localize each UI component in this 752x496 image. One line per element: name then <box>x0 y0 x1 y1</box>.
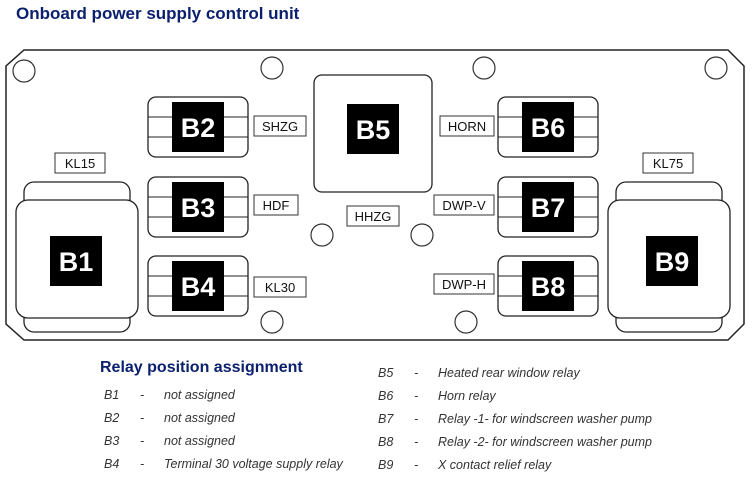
legend-text: X contact relief relay <box>438 458 552 472</box>
relay-b2: B2 <box>147 96 249 158</box>
tag-hhzg: HHZG <box>355 209 392 224</box>
control-unit-diagram: B1 B9 B5 B2 B3 B4 B <box>5 49 745 341</box>
relay-b7-label: B7 <box>531 193 566 223</box>
relay-b8-label: B8 <box>531 272 566 302</box>
legend-code: B2 <box>104 411 120 425</box>
legend-row: B7 - Relay -1- for windscreen washer pump <box>378 408 652 431</box>
tag-box-kl30 <box>253 276 307 298</box>
mounting-hole <box>454 310 478 334</box>
legend-row: B1 - not assigned <box>104 384 343 407</box>
mounting-hole <box>260 56 284 80</box>
legend-separator: - <box>414 366 419 380</box>
legend-code: B7 <box>378 412 394 426</box>
legend-row: B6 - Horn relay <box>378 385 652 408</box>
relay-b3-label: B3 <box>181 193 216 223</box>
tag-box-horn <box>439 115 495 137</box>
mounting-hole <box>12 59 36 83</box>
legend-code: B3 <box>104 434 120 448</box>
legend-separator: - <box>140 457 145 471</box>
relay-b5-label: B5 <box>356 115 391 145</box>
tag-box-kl15 <box>54 152 106 174</box>
mounting-hole <box>472 56 496 80</box>
legend-code: B9 <box>378 458 394 472</box>
relay-b4-label: B4 <box>181 272 216 302</box>
legend-text: not assigned <box>164 388 235 402</box>
legend-row: B4 - Terminal 30 voltage supply relay <box>104 453 343 476</box>
relay-b5: B5 <box>313 74 433 193</box>
relay-b3: B3 <box>147 176 249 238</box>
mounting-hole <box>704 56 728 80</box>
tag-hdf: HDF <box>263 198 290 213</box>
legend-text: Horn relay <box>438 389 496 403</box>
legend-code: B4 <box>104 457 120 471</box>
relay-b6-label: B6 <box>531 113 566 143</box>
relay-b1: B1 <box>15 181 139 333</box>
tag-dwpv: DWP-V <box>442 198 486 213</box>
tag-kl30: KL30 <box>265 280 295 295</box>
legend-separator: - <box>414 458 419 472</box>
legend-separator: - <box>414 435 419 449</box>
legend-left-column: B1 - not assigned B2 - not assigned B3 - not a… <box>104 384 343 476</box>
legend-row: B9 - X contact relief relay <box>378 454 652 477</box>
relay-b2-label: B2 <box>181 113 216 143</box>
relay-b6: B6 <box>497 96 599 158</box>
legend-separator: - <box>414 389 419 403</box>
legend-separator: - <box>140 434 145 448</box>
legend-separator: - <box>414 412 419 426</box>
legend-text: Relay -2- for windscreen washer pump <box>438 435 652 449</box>
legend-separator: - <box>140 411 145 425</box>
mounting-hole <box>410 223 434 247</box>
legend-code: B5 <box>378 366 394 380</box>
diagram-title: Onboard power supply control unit <box>16 4 300 23</box>
tag-box-hdf <box>253 194 299 216</box>
legend-text: Terminal 30 voltage supply relay <box>164 457 343 471</box>
legend-code: B1 <box>104 388 120 402</box>
relay-b1-label: B1 <box>59 247 94 277</box>
tag-kl15: KL15 <box>65 156 95 171</box>
tag-shzg: SHZG <box>262 119 298 134</box>
legend-row: B2 - not assigned <box>104 407 343 430</box>
legend-title: Relay position assignment <box>100 359 303 376</box>
relay-b9: B9 <box>607 181 731 333</box>
tag-horn: HORN <box>448 119 486 134</box>
mounting-holes <box>12 56 728 334</box>
mounting-hole <box>310 223 334 247</box>
legend-row: B8 - Relay -2- for windscreen washer pump <box>378 431 652 454</box>
legend-text: Heated rear window relay <box>438 366 580 380</box>
legend-row: B5 - Heated rear window relay <box>378 362 652 385</box>
tag-box-kl75 <box>642 152 694 174</box>
legend-code: B6 <box>378 389 394 403</box>
mounting-hole <box>260 310 284 334</box>
tag-boxes <box>54 115 694 298</box>
tag-box-hhzg <box>346 205 400 227</box>
tag-box-dwpv <box>433 194 495 216</box>
legend-separator: - <box>140 388 145 402</box>
tag-kl75: KL75 <box>653 156 683 171</box>
legend-right-column: B5 - Heated rear window relay B6 - Horn rela… <box>378 362 652 477</box>
legend-code: B8 <box>378 435 394 449</box>
legend-row: B3 - not assigned <box>104 430 343 453</box>
tag-dwph: DWP-H <box>442 277 486 292</box>
relay-b4: B4 <box>147 255 249 317</box>
tag-box-shzg <box>253 115 307 137</box>
legend-text: not assigned <box>164 434 235 448</box>
tag-box-dwph <box>433 273 495 295</box>
legend-text: Relay -1- for windscreen washer pump <box>438 412 652 426</box>
relay-b9-label: B9 <box>655 247 690 277</box>
relay-b7: B7 <box>497 176 599 238</box>
legend-text: not assigned <box>164 411 235 425</box>
relay-b8: B8 <box>497 255 599 317</box>
